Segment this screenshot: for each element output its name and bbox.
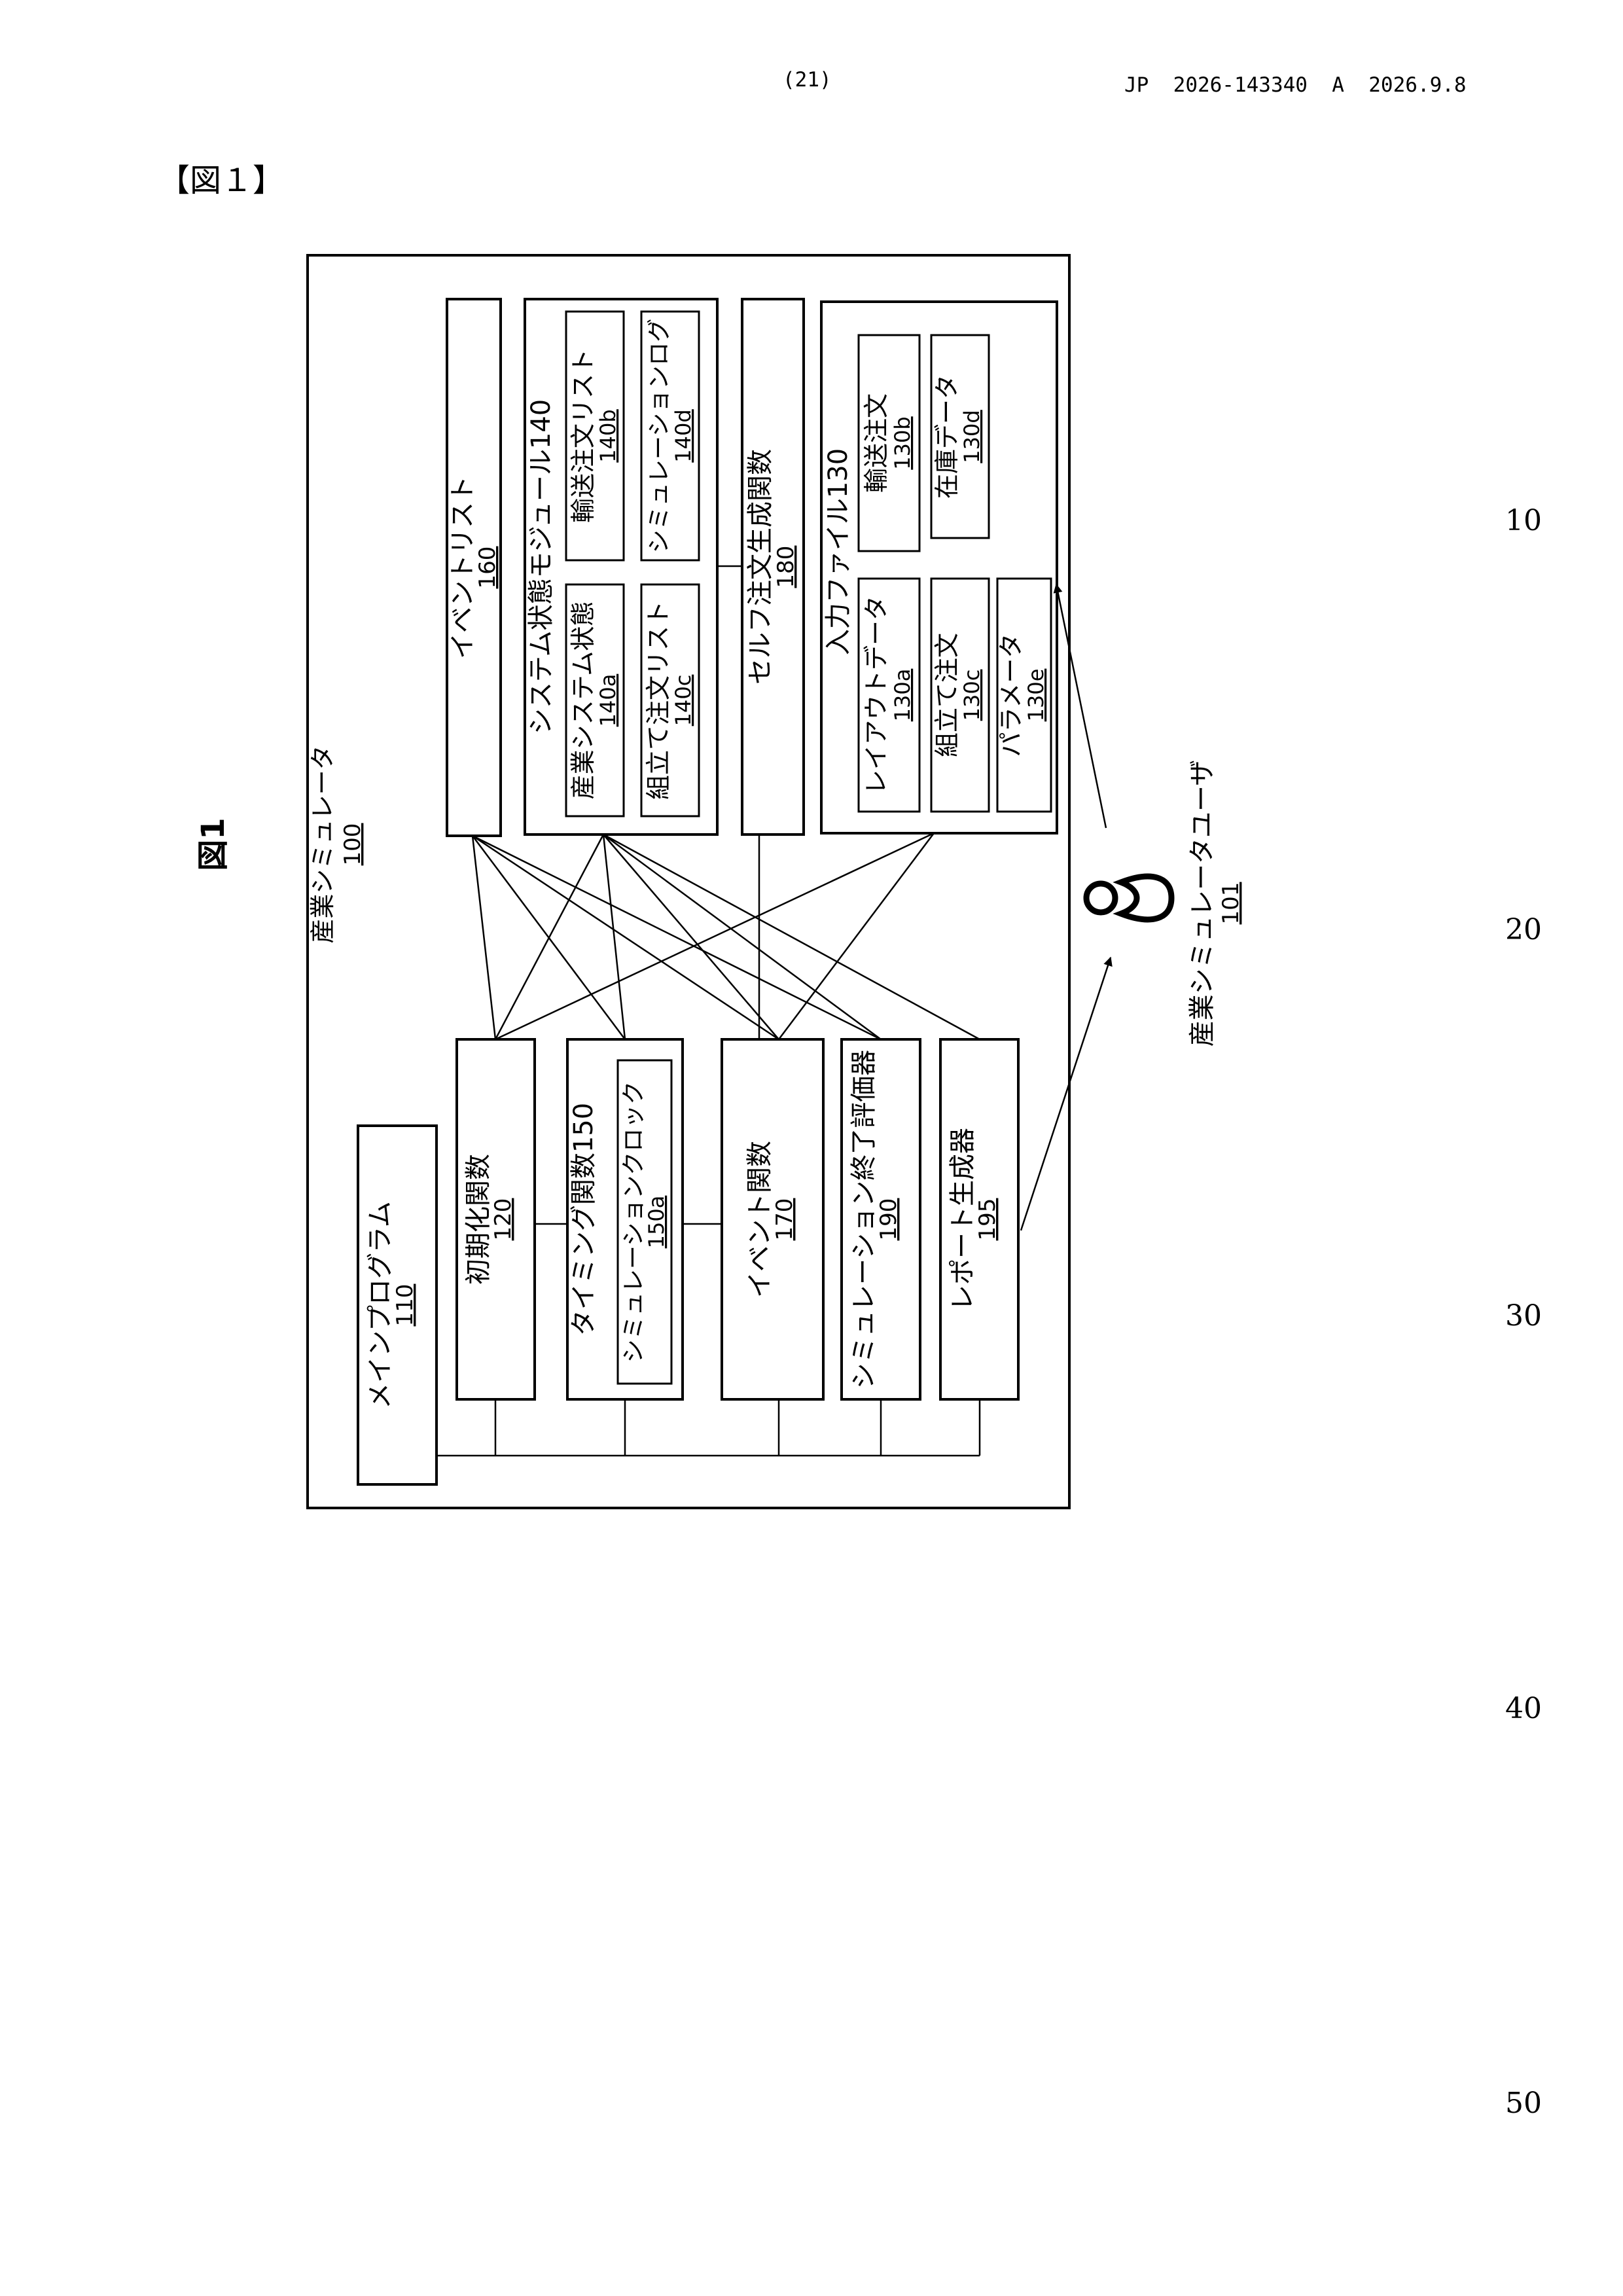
input-item-label: レイアウトデータ (862, 596, 891, 795)
input-file-label: 入力ファイル130 (823, 448, 853, 655)
state-module-label: システム状態モジュール140 (526, 399, 556, 734)
state-item-label: 組立て注文リスト (644, 601, 673, 800)
input-item-number: 130a (890, 669, 915, 722)
state-item-number: 140d (671, 409, 696, 462)
event-list-number: 160 (474, 547, 501, 589)
input-item-number: 130c (959, 670, 984, 721)
user-label: 産業シミュレータユーザ (1187, 760, 1217, 1047)
event-list-label: イベントリスト (448, 476, 478, 659)
state-item-number: 140c (671, 675, 696, 726)
input-item-number: 130d (959, 410, 984, 463)
event-function-number: 170 (772, 1198, 798, 1241)
main-program-label: メインプログラム (365, 1201, 395, 1409)
state-item-number: 140a (596, 674, 620, 727)
report-to-user-arrow (1021, 958, 1111, 1230)
self-order-label: セルフ注文生成関数 (745, 449, 776, 685)
main-program-number: 110 (392, 1284, 418, 1327)
report-generator-number: 195 (974, 1198, 1001, 1241)
report-generator-label: レポート生成器 (948, 1128, 978, 1311)
state-item-label: シミュレーションログ (646, 319, 673, 554)
input-item-number: 130e (1024, 669, 1048, 722)
user-icon (1086, 876, 1171, 920)
event-function-label: イベント関数 (745, 1141, 775, 1298)
init-function-number: 120 (490, 1198, 516, 1241)
self-order-number: 180 (773, 546, 799, 588)
user-to-input-arrow (1056, 584, 1106, 828)
user-number: 101 (1218, 882, 1244, 925)
sim-clock-number: 150a (644, 1196, 669, 1249)
state-item-label: 輸送注文リスト (569, 349, 597, 523)
end-evaluator-number: 190 (876, 1198, 902, 1241)
state-item-number: 140b (596, 409, 620, 462)
init-function-label: 初期化関数 (463, 1154, 493, 1285)
timing-function-label: タイミング関数150 (569, 1103, 599, 1336)
figure-label: 図1 (195, 817, 232, 870)
input-item-label: 輸送注文 (862, 393, 891, 493)
input-item-number: 130b (890, 416, 915, 469)
input-item-label: 組立て注文 (933, 633, 961, 757)
simulator-label: 産業シミュレータ (308, 745, 337, 943)
sim-clock-label: シミュレーションクロック (620, 1081, 647, 1363)
input-item-label: パラメータ (997, 634, 1026, 757)
state-item-label: 産業システム状態 (569, 601, 597, 800)
input-item-label: 在庫データ (933, 374, 961, 499)
simulator-number: 100 (340, 823, 366, 866)
end-evaluator-label: シミュレーション終了評価器 (849, 1050, 879, 1389)
